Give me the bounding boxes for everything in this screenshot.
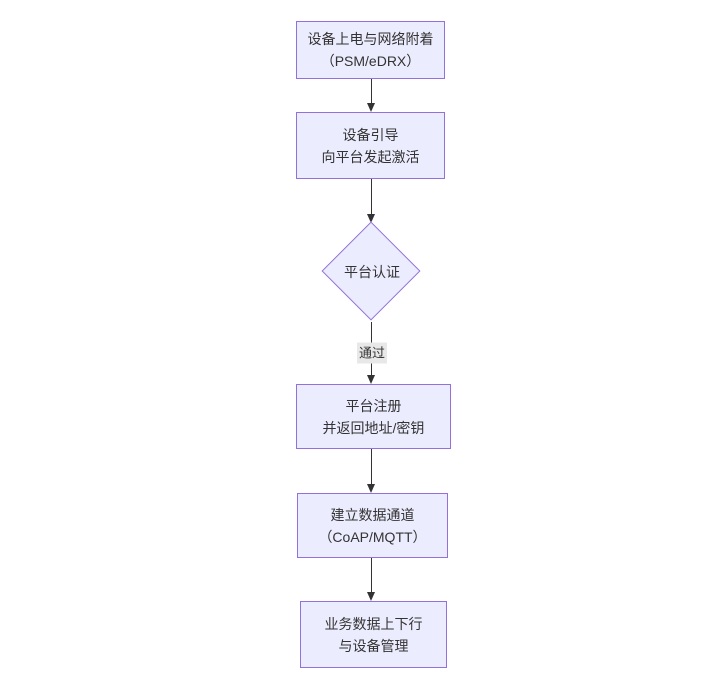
arrowhead-down-icon	[367, 592, 375, 601]
node-platform-register: 平台注册 并返回地址/密钥	[296, 384, 451, 449]
edge-label-pass: 通过	[356, 342, 388, 364]
node-text-line: （PSM/eDRX）	[320, 53, 421, 69]
node-text-line: 向平台发起激活	[321, 148, 420, 165]
node-text-line: 平台认证	[344, 264, 400, 280]
node-text-line: 设备上电与网络附着	[307, 31, 434, 47]
node-text-line: 平台注册	[345, 397, 402, 414]
arrowhead-down-icon	[367, 484, 375, 493]
node-platform-auth-decision: 平台认证	[321, 221, 422, 322]
arrowhead-down-icon	[367, 214, 375, 223]
node-business-data: 业务数据上下行 与设备管理	[300, 601, 447, 668]
node-bootstrap: 设备引导 向平台发起激活	[296, 112, 445, 179]
node-text-line: 建立数据通道	[330, 506, 415, 523]
arrowhead-down-icon	[367, 375, 375, 384]
edge-line	[371, 79, 372, 104]
node-power-attach: 设备上电与网络附着 （PSM/eDRX）	[296, 21, 445, 79]
arrowhead-down-icon	[367, 103, 375, 112]
edge-line	[371, 449, 372, 485]
node-text-line: 与设备管理	[338, 637, 409, 654]
node-text-line: 设备引导	[342, 126, 399, 143]
node-data-channel: 建立数据通道 （CoAP/MQTT）	[297, 493, 448, 558]
node-text-line: 业务数据上下行	[324, 615, 423, 632]
node-text-line: 并返回地址/密钥	[322, 419, 425, 436]
node-text-line: （CoAP/MQTT）	[318, 528, 427, 545]
edge-line	[371, 558, 372, 593]
edge-line	[371, 179, 372, 215]
